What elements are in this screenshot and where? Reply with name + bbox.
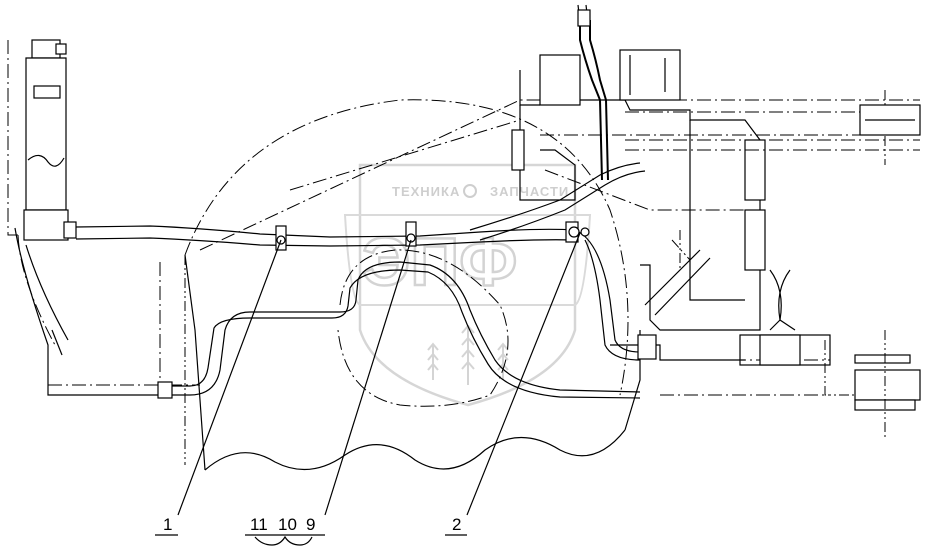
frame-lines xyxy=(7,40,200,396)
callout-9: 9 xyxy=(306,515,315,534)
watermark-brand-text: ТЕХНИКА xyxy=(392,184,460,199)
callout-1: 1 xyxy=(163,515,172,534)
callout-11: 11 xyxy=(250,515,268,534)
clamp-1 xyxy=(275,225,287,251)
wheat-icon xyxy=(427,324,509,385)
engine-block xyxy=(511,4,766,331)
callout-10: 10 xyxy=(278,515,297,534)
muffler-vertical xyxy=(23,39,77,241)
clamp-2 xyxy=(565,221,590,243)
wheel-outline xyxy=(184,99,629,465)
gear-icon xyxy=(463,184,477,198)
leader-lines xyxy=(155,232,581,546)
frame-right xyxy=(540,90,921,440)
exhaust-pipe-main xyxy=(75,225,576,247)
clamp-9 xyxy=(405,221,417,247)
engine-lower-detail xyxy=(544,169,801,366)
exhaust-pipe-lower xyxy=(157,261,641,399)
watermark-shield: ТЕХНИКА ЗАПЧАСТИ ЭПФ xyxy=(343,163,592,407)
break-line xyxy=(204,429,626,471)
callout-2: 2 xyxy=(452,515,461,534)
watermark-brand-text-2: ЗАПЧАСТИ xyxy=(490,184,569,199)
